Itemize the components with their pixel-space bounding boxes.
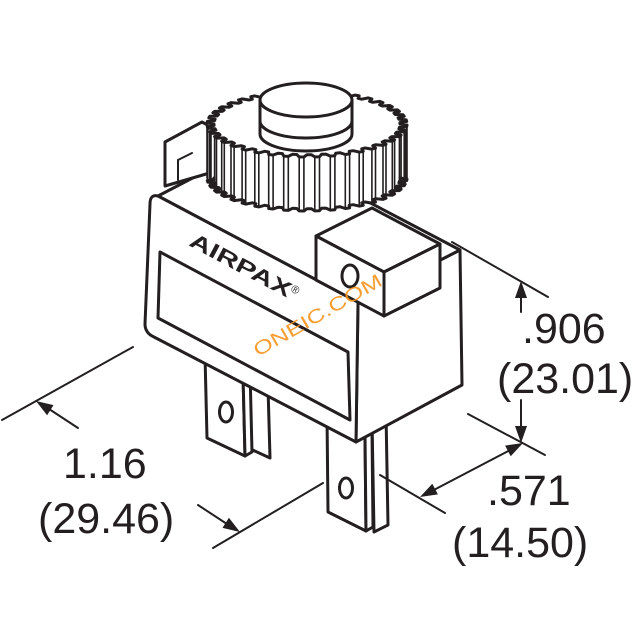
extension-line-left bbox=[1, 346, 134, 421]
left-terminal-hole bbox=[218, 400, 234, 424]
dimension-vertical-mm: (23.01) bbox=[497, 355, 633, 403]
dimension-terminal-arrow-left bbox=[420, 483, 438, 497]
tab-step bbox=[177, 152, 193, 181]
dimension-left-lower-shaft bbox=[197, 504, 231, 527]
dimension-vertical-lower-arrow bbox=[515, 426, 527, 443]
dimension-vertical-upper-arrow bbox=[515, 281, 527, 298]
button-top bbox=[258, 81, 354, 119]
dimension-terminal-arrow-right bbox=[505, 443, 523, 457]
extension-line-bottom-right bbox=[467, 413, 546, 456]
button-groove bbox=[258, 119, 354, 140]
label-recess bbox=[156, 250, 352, 422]
dimension-labels: .906 (23.01) 1.16 (29.46) .571 (14.50) bbox=[38, 305, 633, 567]
dimension-left-lower-arrow bbox=[222, 517, 240, 532]
dimension-left-upper-arrow bbox=[36, 401, 54, 416]
nut-flutes bbox=[206, 124, 408, 211]
extension-line-bottom-left bbox=[212, 482, 324, 549]
dimension-lines bbox=[1, 241, 549, 549]
right-terminal-hole bbox=[338, 476, 354, 500]
dimension-left-upper-shaft bbox=[45, 406, 79, 429]
dimension-terminal-mm: (14.50) bbox=[452, 519, 588, 567]
dimension-left-mm: (29.46) bbox=[38, 495, 174, 543]
dimension-left-inch: 1.16 bbox=[63, 440, 147, 488]
dimension-vertical-inch: .906 bbox=[522, 305, 606, 353]
extension-line-terminal bbox=[379, 474, 446, 514]
right-mounting-ear bbox=[314, 206, 442, 318]
right-terminal-edge bbox=[363, 429, 375, 533]
dimension-terminal-shaft bbox=[429, 448, 513, 493]
reset-button bbox=[258, 81, 354, 153]
dimension-terminal-inch: .571 bbox=[487, 467, 571, 515]
extension-line-top-right bbox=[451, 241, 549, 298]
ear-mounting-hole bbox=[340, 263, 360, 289]
